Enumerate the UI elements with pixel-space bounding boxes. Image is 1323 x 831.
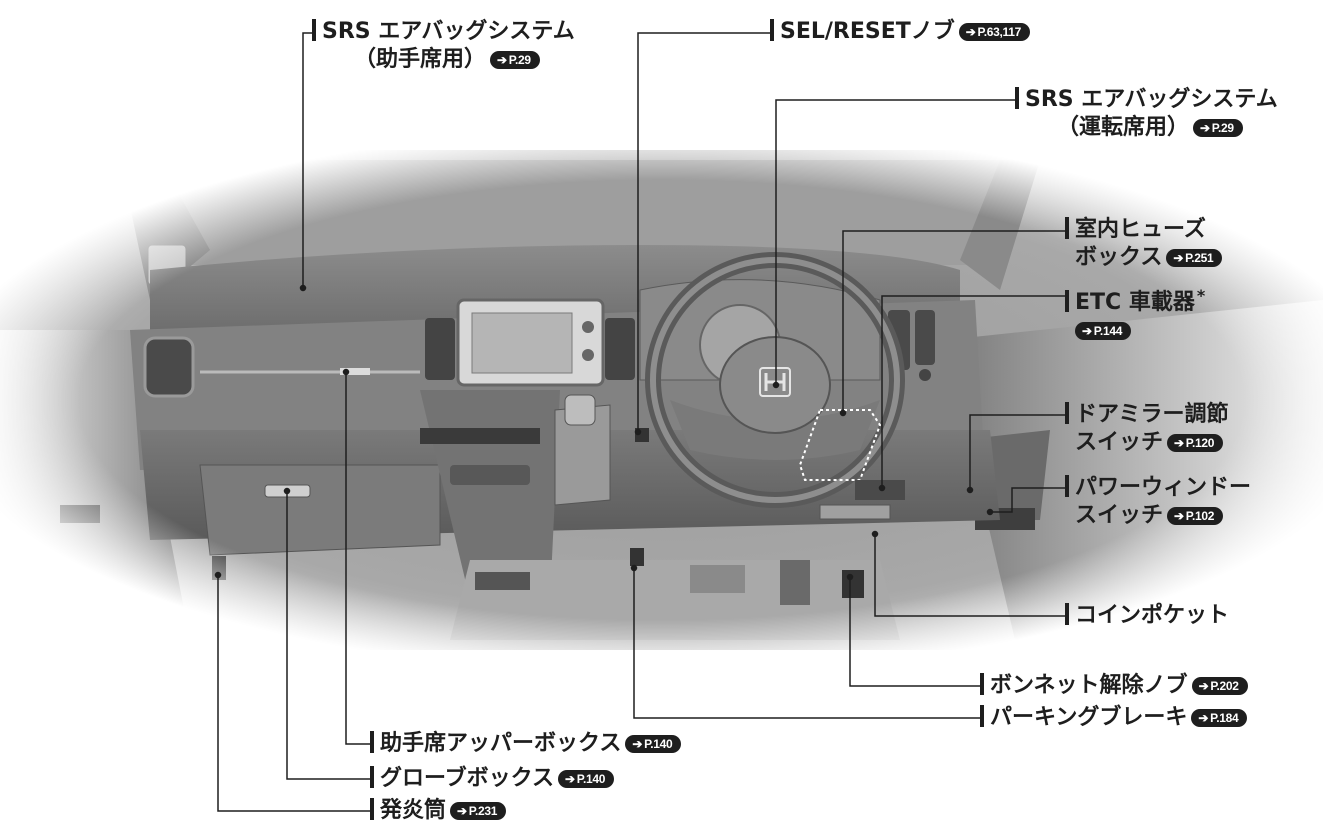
leader-sel-reset [638, 33, 770, 432]
right-arrow-icon: ➔ [1174, 509, 1184, 523]
callout-glove-box: グローブボックス➔P.140 [370, 765, 614, 793]
leader-srs-passenger [303, 33, 312, 288]
leader-coin-pocket [875, 534, 1065, 616]
page-ref-badge[interactable]: ➔P.63,117 [959, 23, 1030, 41]
page-ref-badge[interactable]: ➔P.140 [625, 735, 681, 753]
right-arrow-icon: ➔ [1198, 711, 1208, 725]
right-arrow-icon: ➔ [497, 53, 507, 67]
leader-srs-driver [776, 100, 1015, 385]
leader-hood-release [850, 577, 980, 686]
callout-hood-release: ボンネット解除ノブ➔P.202 [980, 672, 1248, 700]
callout-srs-driver: SRS エアバッグシステム （運転席用）➔P.29 [1015, 86, 1278, 142]
callout-sel-reset: SEL/RESETノブ➔P.63,117 [770, 18, 1030, 46]
page-ref-badge[interactable]: ➔P.251 [1166, 249, 1222, 267]
page-ref-badge[interactable]: ➔P.120 [1167, 434, 1223, 452]
right-arrow-icon: ➔ [632, 737, 642, 751]
callout-etc: ETC 車載器* ➔P.144 [1065, 282, 1205, 345]
leader-door-mirror [970, 415, 1065, 490]
callout-fuse-box: 室内ヒューズ ボックス➔P.251 [1065, 216, 1222, 272]
right-arrow-icon: ➔ [565, 772, 575, 786]
leader-flare [218, 575, 370, 811]
callout-coin-pocket: コインポケット [1065, 602, 1229, 630]
leader-etc [882, 296, 1065, 488]
page-ref-badge[interactable]: ➔P.144 [1075, 322, 1131, 340]
callout-flare: 発炎筒➔P.231 [370, 797, 506, 825]
page-ref-badge[interactable]: ➔P.29 [490, 51, 540, 69]
right-arrow-icon: ➔ [1199, 679, 1209, 693]
leader-power-window [990, 488, 1065, 512]
page-ref-badge[interactable]: ➔P.202 [1192, 677, 1248, 695]
page-ref-badge[interactable]: ➔P.29 [1193, 119, 1243, 137]
callout-power-window: パワーウィンドー スイッチ➔P.102 [1065, 474, 1251, 530]
callout-parking-brake: パーキングブレーキ➔P.184 [980, 704, 1247, 732]
page-ref-badge[interactable]: ➔P.184 [1191, 709, 1247, 727]
right-arrow-icon: ➔ [1200, 121, 1210, 135]
leader-fuse-box [843, 231, 1065, 413]
right-arrow-icon: ➔ [966, 25, 976, 39]
callout-srs-passenger: SRS エアバッグシステム （助手席用）➔P.29 [312, 18, 575, 74]
leader-upper-box [346, 372, 370, 744]
leader-parking-brake [634, 568, 980, 718]
callout-upper-box: 助手席アッパーボックス➔P.140 [370, 730, 681, 758]
right-arrow-icon: ➔ [1173, 251, 1183, 265]
page-ref-badge[interactable]: ➔P.140 [558, 770, 614, 788]
page-ref-badge[interactable]: ➔P.231 [450, 802, 506, 820]
right-arrow-icon: ➔ [1174, 436, 1184, 450]
page-ref-badge[interactable]: ➔P.102 [1167, 507, 1223, 525]
callout-door-mirror: ドアミラー調節 スイッチ➔P.120 [1065, 401, 1229, 457]
right-arrow-icon: ➔ [457, 804, 467, 818]
right-arrow-icon: ➔ [1082, 324, 1092, 338]
leader-glove-box [287, 491, 370, 779]
